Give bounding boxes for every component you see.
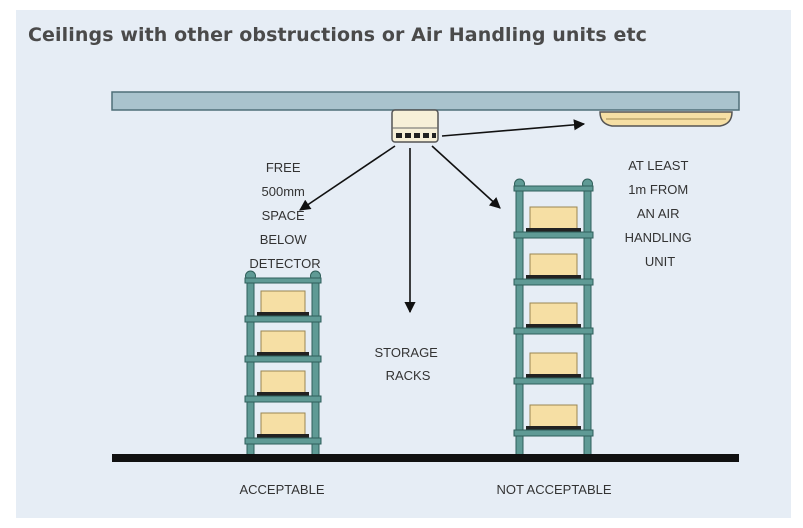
rack-post [311, 275, 320, 457]
rack-shelf [513, 429, 594, 437]
rack-shelf [513, 327, 594, 335]
storage-box [260, 412, 306, 436]
acceptable-label: ACCEPTABLE [239, 482, 324, 497]
rack-shelf [513, 377, 594, 385]
free-space-line: DETECTOR [249, 256, 320, 271]
pallet [257, 312, 309, 316]
rack-post [515, 183, 524, 457]
rack-post [246, 275, 255, 457]
smoke-detector-icon [391, 109, 439, 143]
storage-racks-line: STORAGE [375, 345, 439, 360]
rack-shelf [244, 315, 322, 323]
air-handling-line: HANDLING [625, 230, 692, 245]
ceiling-beam [111, 91, 740, 111]
free-space-label: FREE 500mm SPACE BELOW DETECTOR [249, 160, 320, 271]
arrow-to-tall-rack [431, 145, 501, 209]
rack-top-bar [244, 277, 322, 284]
free-space-line: BELOW [260, 232, 308, 247]
rack-post [583, 183, 592, 457]
pallet [526, 426, 581, 430]
air-handling-unit-icon [599, 111, 733, 127]
storage-box [529, 206, 578, 230]
free-space-line: 500mm [262, 184, 305, 199]
storage-racks-label: STORAGE RACKS [375, 345, 442, 383]
diagram-title: Ceilings with other obstructions or Air … [28, 24, 648, 46]
air-handling-line: UNIT [645, 254, 675, 269]
rack-shelf [244, 437, 322, 445]
pallet [526, 275, 581, 279]
rack-shelf [244, 395, 322, 403]
pallet [257, 392, 309, 396]
pallet [257, 434, 309, 438]
storage-racks-line: RACKS [386, 368, 431, 383]
rack-shelf [513, 231, 594, 239]
storage-box [529, 404, 578, 428]
air-handling-line: 1m FROM [628, 182, 688, 197]
air-handling-label: AT LEAST 1m FROM AN AIR HANDLING UNIT [625, 158, 696, 269]
storage-box [529, 352, 578, 376]
storage-box [260, 330, 306, 354]
rack-not-acceptable [513, 178, 594, 457]
not-acceptable-label: NOT ACCEPTABLE [496, 482, 611, 497]
storage-box [529, 302, 578, 326]
rack-acceptable [244, 270, 322, 457]
rack-top-bar [513, 185, 594, 192]
pallet [526, 228, 581, 232]
free-space-line: SPACE [262, 208, 305, 223]
storage-box [260, 290, 306, 314]
storage-box [260, 370, 306, 394]
pallet [526, 374, 581, 378]
free-space-line: FREE [266, 160, 301, 175]
rack-shelf [244, 355, 322, 363]
pallet [257, 352, 309, 356]
arrow-to-air-unit [441, 119, 586, 137]
rack-shelf [513, 278, 594, 286]
storage-box [529, 253, 578, 277]
arrow-to-free-space [299, 145, 396, 211]
pallet [526, 324, 581, 328]
air-handling-line: AT LEAST [628, 158, 688, 173]
floor [112, 454, 739, 462]
air-handling-line: AN AIR [637, 206, 680, 221]
